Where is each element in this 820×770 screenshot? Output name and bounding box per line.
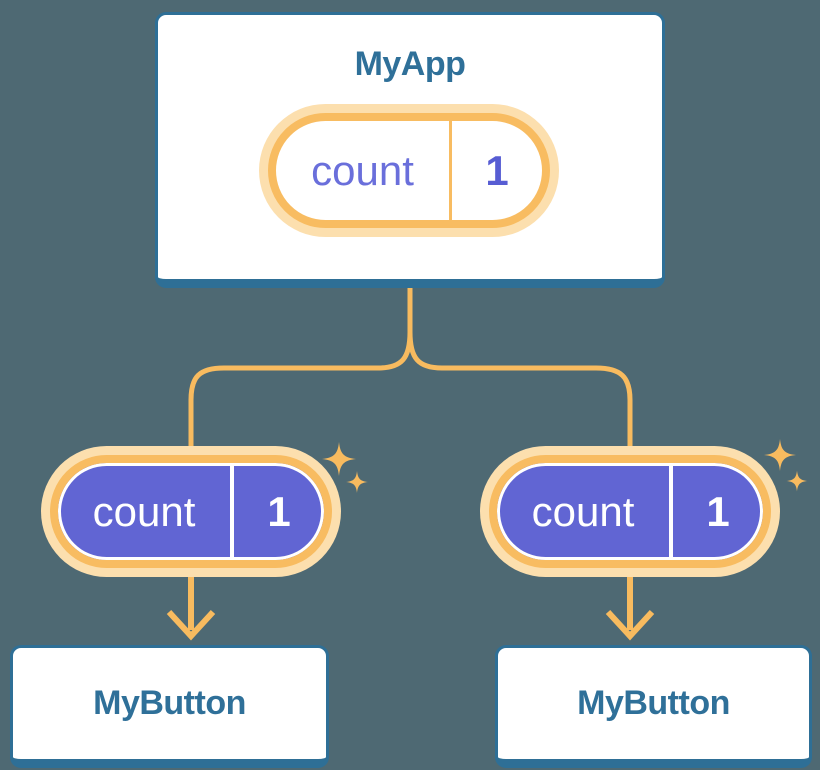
prop-arrows [166,574,655,641]
sparkle-icon [322,442,356,476]
prop-value: 1 [267,487,291,535]
sparkle-icon [786,470,808,492]
prop-pill-value-section: 1 [669,463,763,560]
tree-connector-lines [188,287,633,458]
prop-name: count [531,487,635,535]
root-component-card: MyApp [155,12,665,288]
state-pill-value-section: 1 [449,121,542,220]
connector-left-branch [188,287,413,458]
child-component-title: MyButton [93,684,246,722]
left-prop-pill: count 1 [50,455,332,568]
left-child-component-card: MyButton [10,645,329,768]
sparkle-icon [346,471,368,493]
sparkle-icon [764,439,796,471]
child-component-title: MyButton [577,684,730,722]
right-prop-pill: count 1 [489,455,771,568]
prop-pill-value-section: 1 [230,463,324,560]
state-pill-label-section: count [276,121,449,220]
prop-pill-label-section: count [497,463,669,560]
prop-pill-label-section: count [58,463,230,560]
root-component-title: MyApp [354,45,466,83]
connector-right-branch [407,287,633,458]
prop-name: count [92,487,196,535]
state-name: count [311,146,414,194]
arrow-down-icon [166,609,216,641]
arrow-down-icon [605,609,655,641]
right-child-component-card: MyButton [495,645,812,768]
prop-value: 1 [706,487,730,535]
state-value: 1 [485,146,509,194]
root-state-pill: count 1 [268,113,550,228]
